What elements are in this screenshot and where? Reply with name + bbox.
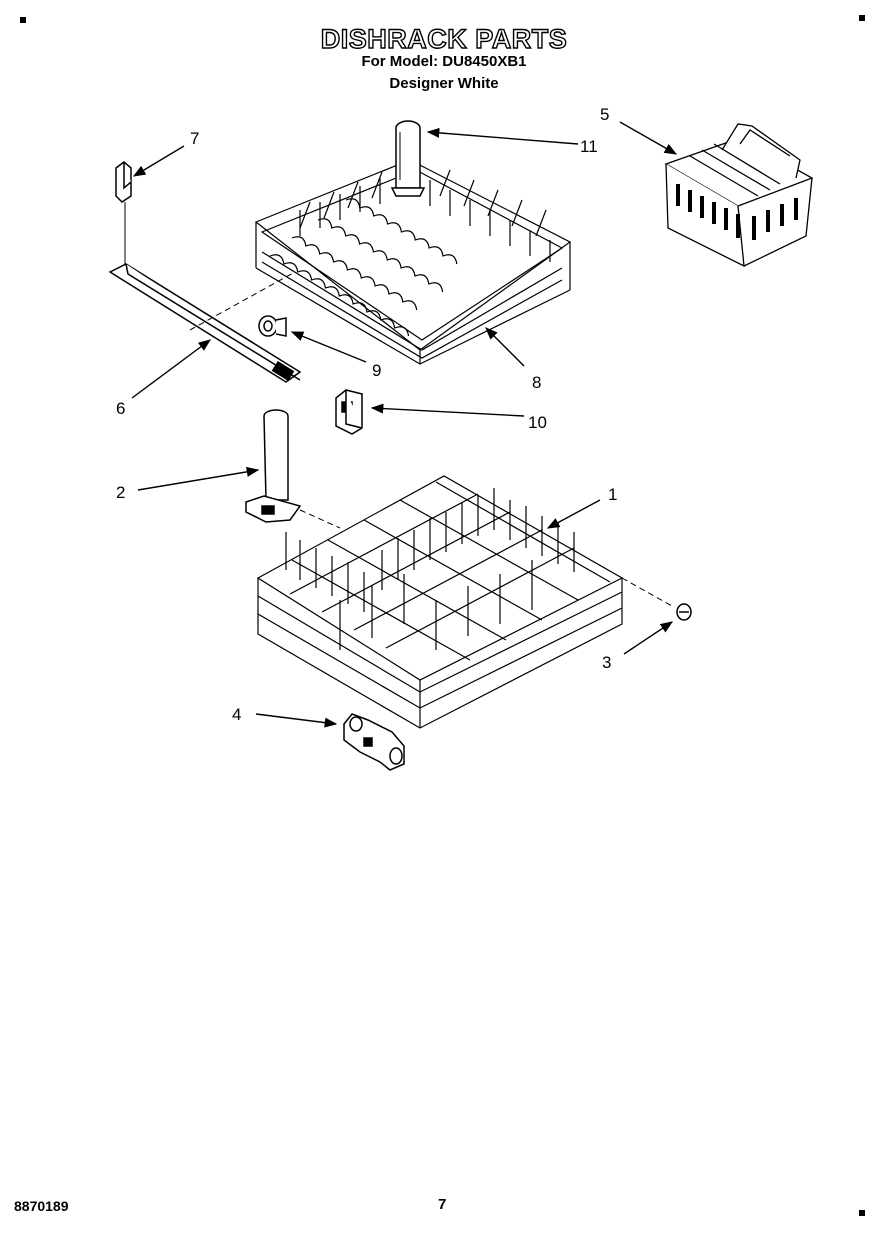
callout-7: 7 <box>190 129 199 148</box>
footer-page-number: 7 <box>438 1196 447 1213</box>
part-8-upper-rack <box>254 159 572 365</box>
callout-2: 2 <box>116 483 125 502</box>
model-line: For Model: DU8450XB1 <box>361 53 527 70</box>
callout-5: 5 <box>600 105 609 124</box>
part-10-track-end-cap <box>335 389 363 435</box>
part-2-lower-spray-tower <box>245 409 341 529</box>
callout-11: 11 <box>580 137 598 156</box>
part-1-lower-rack <box>256 475 673 729</box>
part-4-rack-roller <box>343 713 405 771</box>
callout-3: 3 <box>602 653 611 672</box>
corner-mark-top-right <box>859 15 865 21</box>
leader-arrows <box>131 121 678 728</box>
page-title: DISHRACK PARTS <box>320 23 568 54</box>
part-7-rack-stop <box>115 161 132 266</box>
part-6-rack-track <box>108 263 302 383</box>
callout-9: 9 <box>372 361 381 380</box>
part-11-spray-tower <box>390 120 426 197</box>
corner-mark-bottom-right <box>859 1210 865 1216</box>
part-3-wheel <box>676 603 692 621</box>
color-line: Designer White <box>389 75 499 92</box>
callout-4: 4 <box>232 705 241 724</box>
callout-8: 8 <box>532 373 541 392</box>
part-5-silverware-basket <box>664 123 814 268</box>
part-9-rack-wheel <box>258 315 287 337</box>
callout-1: 1 <box>608 485 617 504</box>
callout-10: 10 <box>528 413 547 432</box>
corner-mark-top-left <box>20 17 26 23</box>
callout-6: 6 <box>116 399 125 418</box>
footer-document-code: 8870189 <box>14 1198 69 1214</box>
